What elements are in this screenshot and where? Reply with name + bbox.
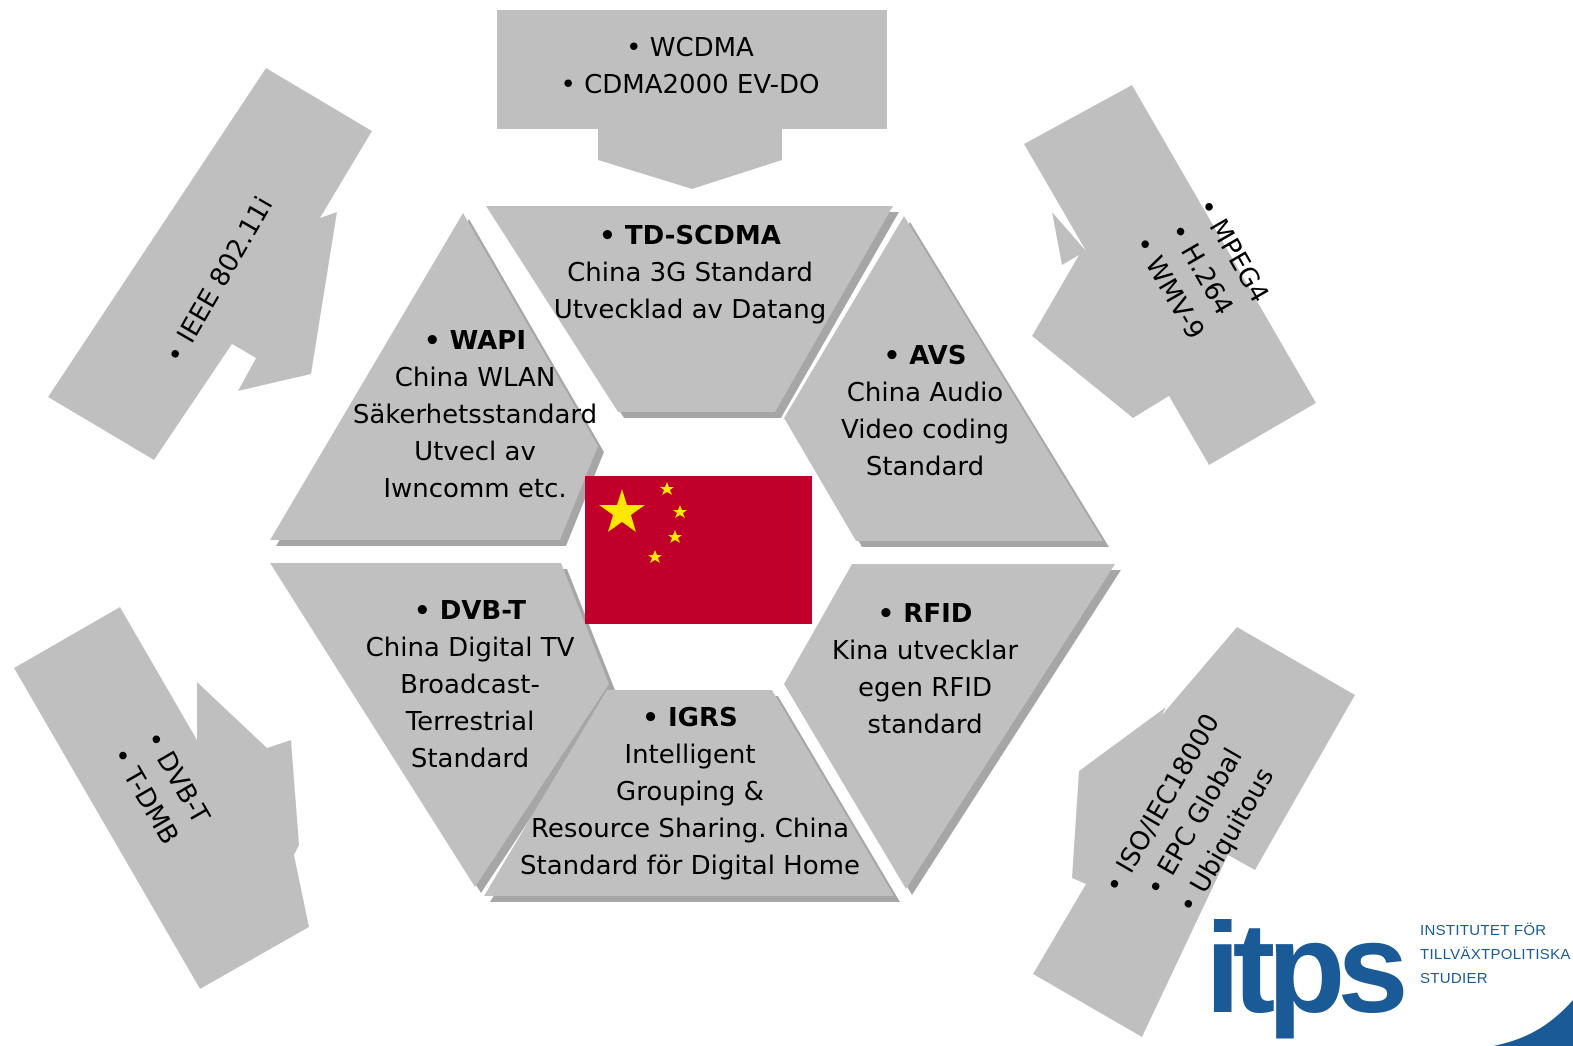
segment-lower-right-text: • RFID Kina utvecklar egen RFID standard bbox=[800, 596, 1050, 744]
segment-lower-right-line: standard bbox=[867, 710, 983, 740]
segment-top-line: Utvecklad av Datang bbox=[553, 295, 827, 325]
flag-large-star bbox=[599, 489, 645, 532]
segment-upper-right-line: China Audio bbox=[846, 378, 1004, 408]
flag-small-star-1 bbox=[660, 482, 674, 495]
segment-top-line: China 3G Standard bbox=[567, 258, 813, 288]
itps-logo: itps INSTITUTET FÖR TILLVÄXTPOLITISKA ST… bbox=[1205, 905, 1573, 1046]
segment-bottom-line: Intelligent bbox=[624, 740, 756, 770]
segment-upper-right-title: • AVS bbox=[883, 341, 967, 371]
segment-lower-left-line: Terrestrial bbox=[405, 707, 535, 737]
segment-upper-right-line: Standard bbox=[865, 452, 985, 482]
segment-upper-left-line: Iwncomm etc. bbox=[383, 474, 567, 504]
arrow-top-line: • CDMA2000 EV-DO bbox=[560, 70, 820, 100]
segment-bottom-line: Standard för Digital Home bbox=[520, 851, 860, 881]
itps-logo-text: INSTITUTET FÖR TILLVÄXTPOLITISKA STUDIER bbox=[1420, 919, 1571, 991]
arrow-top bbox=[497, 10, 887, 189]
arrow-lower-left bbox=[14, 607, 309, 989]
flag-small-star-3 bbox=[668, 530, 682, 543]
arrow-top-text: • WCDMA • CDMA2000 EV-DO bbox=[520, 30, 860, 104]
itps-logo-line: INSTITUTET FÖR bbox=[1420, 922, 1547, 939]
flag-small-star-2 bbox=[673, 505, 687, 518]
segment-upper-left-line: Säkerhetsstandard bbox=[352, 400, 598, 430]
segment-lower-left-text: • DVB-T China Digital TV Broadcast- Terr… bbox=[340, 593, 600, 778]
segment-lower-right bbox=[784, 564, 1121, 895]
itps-logo-swoosh bbox=[1493, 1000, 1573, 1046]
arrow-upper-right bbox=[1024, 85, 1316, 465]
segment-lower-left-line: Broadcast- bbox=[400, 670, 540, 700]
segment-upper-right-line: Video coding bbox=[840, 415, 1010, 445]
segment-lower-right-line: Kina utvecklar bbox=[831, 636, 1019, 666]
segment-bottom-line: Grouping & bbox=[616, 777, 764, 807]
segment-upper-left-title: • WAPI bbox=[423, 326, 527, 356]
segment-bottom-title: • IGRS bbox=[642, 703, 738, 733]
segment-upper-left-line: China WLAN bbox=[394, 363, 556, 393]
segment-upper-left bbox=[270, 213, 604, 546]
itps-logo-line: STUDIER bbox=[1420, 970, 1488, 987]
segment-top-text: • TD-SCDMA China 3G Standard Utvecklad a… bbox=[540, 218, 840, 329]
segment-upper-left-line: Utvecl av bbox=[414, 437, 536, 467]
segment-bottom-line: Resource Sharing. China bbox=[530, 814, 850, 844]
segment-upper-left-text: • WAPI China WLAN Säkerhetsstandard Utve… bbox=[330, 323, 620, 508]
segment-lower-left bbox=[270, 563, 615, 893]
arrow-lower-right bbox=[1033, 627, 1355, 1037]
segment-lower-right-line: egen RFID bbox=[858, 673, 992, 703]
segment-lower-left-title: • DVB-T bbox=[414, 596, 526, 626]
segment-top bbox=[486, 206, 899, 418]
segment-lower-left-line: China Digital TV bbox=[365, 633, 575, 663]
itps-logo-line: TILLVÄXTPOLITISKA bbox=[1420, 946, 1571, 963]
flag-small-star-4 bbox=[648, 550, 662, 563]
segment-top-title: • TD-SCDMA bbox=[599, 221, 781, 251]
segment-upper-right bbox=[784, 216, 1109, 547]
china-flag bbox=[585, 476, 812, 624]
segment-bottom-text: • IGRS Intelligent Grouping & Resource S… bbox=[490, 700, 890, 885]
segment-lower-left-line: Standard bbox=[410, 744, 530, 774]
arrow-upper-left bbox=[48, 68, 372, 460]
segment-bottom bbox=[484, 690, 900, 902]
arrow-top-line: • WCDMA bbox=[626, 33, 754, 63]
itps-logo-mark: itps bbox=[1205, 897, 1409, 1040]
segment-lower-right-title: • RFID bbox=[877, 599, 973, 629]
segment-upper-right-text: • AVS China Audio Video coding Standard bbox=[800, 338, 1050, 486]
